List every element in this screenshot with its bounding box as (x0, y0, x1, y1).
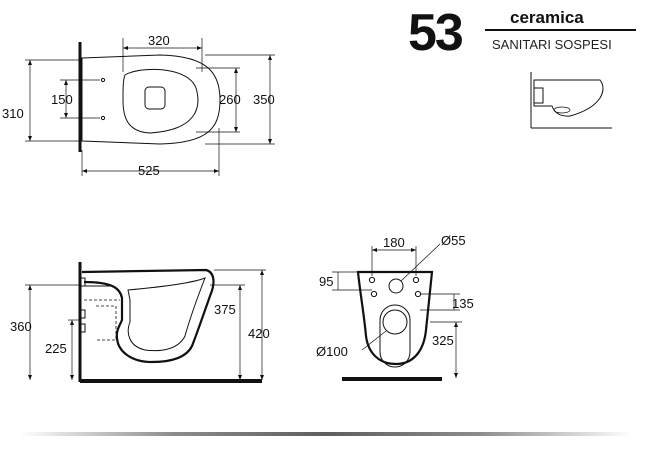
side-view-drawing: 360 225 375 420 (10, 262, 270, 383)
dim-310: 310 (2, 106, 24, 121)
brand-header: 53 ceramica SANITARI SOSPESI (408, 4, 636, 62)
dim-150: 150 (51, 92, 73, 107)
dim-325: 325 (432, 333, 454, 348)
dim-95: 95 (319, 274, 333, 289)
top-view-drain (144, 86, 166, 110)
top-view-drawing: 320 525 310 150 260 350 (2, 33, 275, 178)
dim-320: 320 (148, 33, 170, 48)
dim-360: 360 (10, 319, 32, 334)
page-bottom-shadow (20, 432, 632, 436)
dim-225: 225 (45, 341, 67, 356)
series-number: 53 (408, 4, 463, 62)
dim-diameter-100: Ø100 (316, 344, 348, 359)
dim-350: 350 (253, 92, 275, 107)
back-view-inlet-hole (388, 278, 404, 294)
dim-180: 180 (383, 235, 405, 250)
dim-260: 260 (219, 92, 241, 107)
dim-135: 135 (452, 296, 474, 311)
top-view-bowl-outline (81, 54, 221, 145)
brand-subtitle: SANITARI SOSPESI (492, 37, 612, 52)
back-view-drawing: 180 Ø55 95 135 325 Ø100 (316, 233, 474, 381)
dim-375: 375 (214, 302, 236, 317)
product-thumbnail (530, 72, 612, 129)
side-view-bowl-outline (81, 268, 215, 364)
side-view-floor (80, 379, 262, 383)
dim-420: 420 (248, 326, 270, 341)
top-view-bowl-opening (122, 68, 199, 134)
back-view-body-outline (356, 270, 434, 366)
back-view-outlet-hole (382, 309, 408, 335)
dim-525: 525 (138, 163, 160, 178)
side-view-trap (96, 305, 117, 341)
brand-name: ceramica (510, 8, 584, 27)
side-view-inner-bowl (127, 277, 206, 352)
dim-diameter-55: Ø55 (441, 233, 466, 248)
back-view-floor (342, 377, 442, 381)
